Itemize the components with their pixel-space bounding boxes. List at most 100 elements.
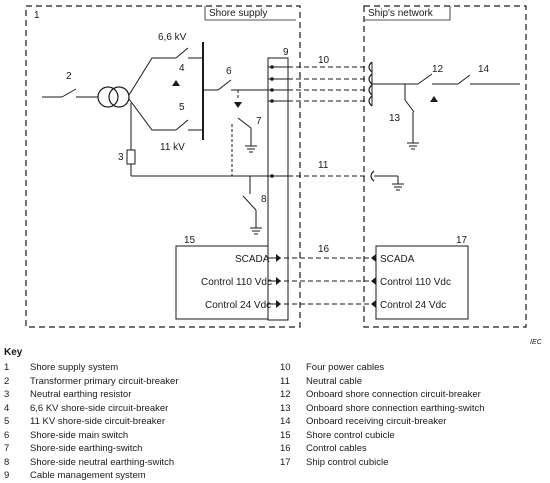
key-number: 16 [280,443,291,454]
ship-earthing-switch-13 [404,99,415,113]
shore-cubicle-24vdc: Control 24 Vdc [205,300,271,311]
voltage-6-6kv: 6,6 kV [158,32,187,43]
key-text: Onboard shore connection earthing-switch [306,402,485,414]
label-11: 11 [318,160,329,171]
neutral-earth-symbol [250,227,262,235]
ship-neutral-earth-symbol [392,183,404,191]
label-5: 5 [179,102,185,113]
control-cable-ends [276,254,376,308]
key-text: Ship control cubicle [306,456,389,468]
key-row: 3 Neutral earthing resistor [4,388,179,402]
key-number: 2 [4,375,10,387]
label-4: 4 [179,63,185,74]
breaker-2 [61,88,77,98]
key-row: 5 11 KV shore-side circuit-breaker [4,415,179,429]
key-text: Control cables [306,443,367,454]
key-number: 3 [4,389,10,400]
label-9: 9 [283,47,289,58]
key-number: 6 [4,429,10,441]
key-row: 15 Shore control cubicle [280,429,485,443]
ship-breaker-12 [417,73,433,85]
shore-cubicle-scada: SCADA [235,254,270,265]
label-10: 10 [318,55,330,66]
key-number: 4 [4,402,10,414]
key-text: Cable management system [30,470,146,481]
key-number: 10 [280,362,291,373]
key-number: 7 [4,443,10,454]
neutral-earthing-switch-8 [242,195,257,211]
label-16: 16 [318,244,330,255]
label-3: 3 [118,152,124,163]
key-text: Transformer primary circuit-breaker [30,375,179,387]
key-text: 11 KV shore-side circuit-breaker [30,416,165,427]
ship-earth-symbol [407,142,419,150]
key-row: 10 Four power cables [280,361,485,375]
label-2: 2 [66,71,72,82]
shore-earth-symbol [245,145,257,153]
key-text: Shore-side earthing-switch [30,443,143,454]
label-7: 7 [256,116,262,127]
key-number: 13 [280,402,291,414]
label-6: 6 [226,66,232,77]
key-row: 7 Shore-side earthing-switch [4,442,179,456]
label-14: 14 [478,64,490,75]
key-number: 8 [4,456,10,468]
shore-cubicle-110vdc: Control 110 Vdc [201,277,272,288]
ship-connectors [368,61,373,107]
neutral-dot [270,174,274,178]
label-12: 12 [432,64,444,75]
label-8: 8 [261,194,267,205]
key-row: 4 6,6 KV shore-side circuit-breaker [4,402,179,416]
control-cables [268,257,372,305]
key-number: 12 [280,389,291,400]
ship-breaker-14 [457,74,471,85]
breaker-4 [175,47,189,59]
key-row: 1 Shore supply system [4,361,179,375]
key-number: 15 [280,429,291,441]
ship-cubicle-24vdc: Control 24 Vdc [380,300,446,311]
label-13: 13 [389,113,401,124]
key-number: 1 [4,362,10,373]
main-switch-6 [217,79,232,91]
key-number: 11 [280,375,290,387]
transformer-secondary [108,86,130,108]
key-number: 5 [4,416,10,427]
key-row: 17 Ship control cubicle [280,456,485,470]
branch-6-6kv [128,57,176,96]
key-text: Neutral earthing resistor [30,389,132,400]
key-row: 2 Transformer primary circuit-breaker [4,375,179,389]
ship-cubicle-scada: SCADA [380,254,415,265]
key-text: Onboard receiving circuit-breaker [306,416,447,427]
key-number: 17 [280,456,291,468]
shore-supply-boundary [25,5,301,328]
shore-connection-diagram: 1 Shore supply Ship's network 9 2 6,6 kV… [25,5,527,328]
ship-network-boundary [363,5,527,328]
neutral-coupler [370,170,375,182]
iec-mark: IEC [530,339,542,346]
voltage-11kv: 11 kV [160,142,185,153]
breaker-5 [175,119,189,131]
shore-number: 1 [34,10,40,21]
key-text: Shore supply system [30,362,119,373]
ship-title: Ship's network [368,8,434,19]
key-text: Shore control cubicle [306,429,395,441]
shore-earth-marker [234,102,242,108]
key-text: 6,6 KV shore-side circuit-breaker [30,402,169,414]
ship-cubicle-110vdc: Control 110 Vdc [380,277,451,288]
neutral-resistor [126,149,136,165]
key-row: 13 Onboard shore connection earthing-swit… [280,402,485,416]
key-text: Four power cables [306,362,385,373]
shore-earthing-switch-7 [237,117,252,129]
ship-breaker-12-marker [430,96,438,102]
cable-management-box [267,57,289,321]
key-number: 14 [280,416,291,427]
label-15: 15 [184,235,196,246]
branch-11kv [128,98,176,131]
shore-title: Shore supply [209,8,267,19]
shore-control-cubicle [175,245,269,320]
